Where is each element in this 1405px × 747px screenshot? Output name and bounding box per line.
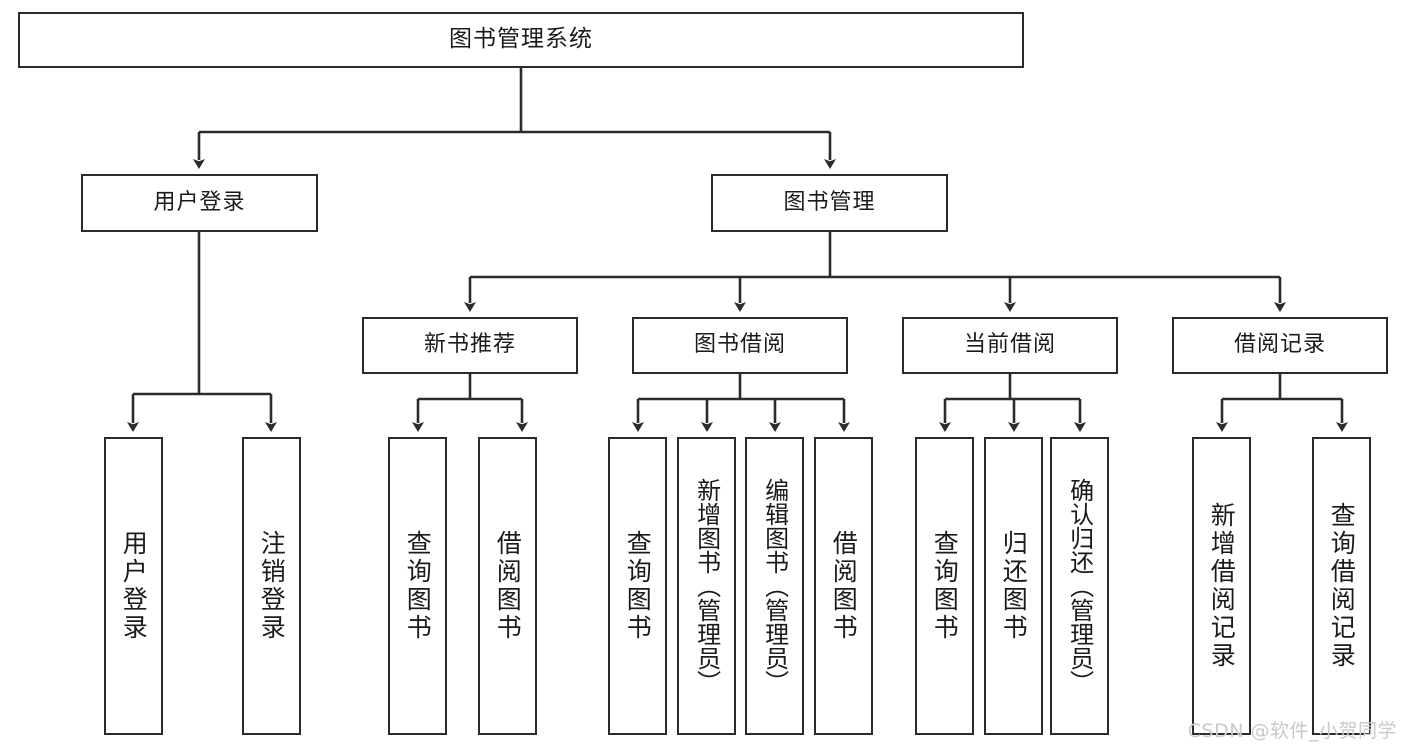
node-leaf-query-book-3[interactable]: 查询图书	[915, 437, 974, 735]
node-label: 查询图书	[930, 530, 960, 642]
node-leaf-logout[interactable]: 注销登录	[242, 437, 301, 735]
node-label: 借阅图书	[829, 530, 859, 642]
node-label: 查询借阅记录	[1327, 502, 1357, 670]
node-label: 用户登录	[119, 530, 149, 642]
node-leaf-add-record[interactable]: 新增借阅记录	[1192, 437, 1251, 735]
node-leaf-query-book-1[interactable]: 查询图书	[388, 437, 447, 735]
node-root-system[interactable]: 图书管理系统	[18, 12, 1024, 68]
node-new-book-rec[interactable]: 新书推荐	[362, 317, 578, 374]
node-label: 图书管理	[783, 189, 876, 215]
node-label: 用户登录	[153, 189, 246, 215]
node-label: 借阅记录	[1233, 332, 1326, 358]
node-book-borrow[interactable]: 图书借阅	[632, 317, 848, 374]
node-label: 借阅图书	[493, 530, 523, 642]
node-leaf-borrow-book-2[interactable]: 借阅图书	[814, 437, 873, 735]
node-leaf-query-record[interactable]: 查询借阅记录	[1312, 437, 1371, 735]
node-leaf-confirm-return[interactable]: 确认归还（管理员）	[1050, 437, 1109, 735]
node-label: 当前借阅	[963, 332, 1056, 358]
node-label: 查询图书	[623, 530, 653, 642]
node-book-manage[interactable]: 图书管理	[711, 174, 948, 232]
node-label: 编辑图书（管理员）	[760, 478, 789, 694]
node-current-borrow[interactable]: 当前借阅	[902, 317, 1118, 374]
node-label: 归还图书	[999, 530, 1029, 642]
node-leaf-edit-book[interactable]: 编辑图书（管理员）	[745, 437, 804, 735]
node-borrow-record[interactable]: 借阅记录	[1172, 317, 1388, 374]
node-leaf-user-login[interactable]: 用户登录	[104, 437, 163, 735]
node-label: 图书借阅	[693, 332, 786, 358]
node-label: 确认归还（管理员）	[1065, 478, 1094, 694]
node-user-login[interactable]: 用户登录	[81, 174, 318, 232]
csdn-watermark: CSDN @软件_小贺同学	[1187, 720, 1397, 742]
node-leaf-borrow-book-1[interactable]: 借阅图书	[478, 437, 537, 735]
node-label: 注销登录	[257, 530, 287, 642]
node-label: 查询图书	[403, 530, 433, 642]
node-leaf-query-book-2[interactable]: 查询图书	[608, 437, 667, 735]
node-label: 新增借阅记录	[1207, 502, 1237, 670]
node-label: 新书推荐	[423, 332, 516, 358]
node-leaf-add-book[interactable]: 新增图书（管理员）	[677, 437, 736, 735]
node-label: 新增图书（管理员）	[692, 478, 721, 694]
node-label: 图书管理系统	[449, 26, 593, 53]
node-leaf-return-book[interactable]: 归还图书	[984, 437, 1043, 735]
